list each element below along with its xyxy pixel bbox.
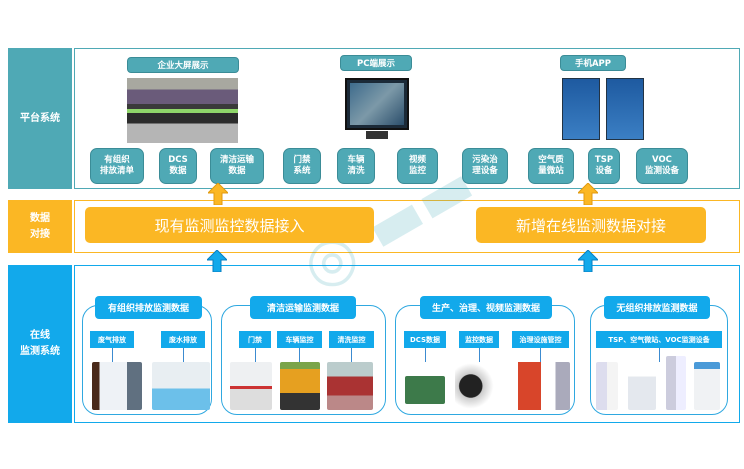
sub-label: 废水排放 [161,331,205,348]
group-title: 生产、治理、视频监测数据 [420,296,552,319]
pc-monitor-image [345,78,409,130]
display-title-bigscreen: 企业大屏展示 [127,57,239,73]
platform-btn-air-station[interactable]: 空气质 量微站 [528,148,574,184]
platform-btn-dcs[interactable]: DCS 数据 [159,148,197,184]
tsp-device-image [596,362,618,410]
sub-label: 门禁 [239,331,271,348]
bigscreen-image [127,78,238,143]
section-label-platform: 平台系统 [8,48,72,189]
pc-monitor-stand [366,131,388,139]
platform-btn-video[interactable]: 视频 监控 [397,148,438,184]
platform-btn-access[interactable]: 门禁 系统 [283,148,321,184]
section-label-data: 数据 对接 [8,200,72,253]
sub-label: TSP、空气微站、VOC监测设备 [596,331,722,348]
sub-label: 监控数据 [459,331,499,348]
truck-image [280,362,320,410]
platform-btn-vehicle-wash[interactable]: 车辆 清洗 [337,148,375,184]
platform-btn-pollution-device[interactable]: 污染治 理设备 [462,148,508,184]
wash-image [327,362,373,410]
platform-btn-clean-transport[interactable]: 清洁运输 数据 [210,148,264,184]
camera-image [455,362,500,410]
arrow-up-icon [578,250,598,272]
platform-btn-tsp[interactable]: TSP 设备 [588,148,620,184]
arrow-up-icon [208,183,228,205]
sub-label: 车辆监控 [277,331,322,348]
group-title: 清洁运输监测数据 [250,296,356,319]
air-station-image [628,362,656,410]
section-label-online: 在线 监测系统 [8,265,72,423]
dcs-board-image [405,376,445,404]
arrow-up-icon [578,183,598,205]
sprayer-image [512,362,570,410]
group-title: 无组织排放监测数据 [604,296,710,319]
platform-btn-organized-emission[interactable]: 有组织 排放清单 [90,148,144,184]
sub-label: 治理设施管控 [512,331,569,348]
data-panel [74,200,740,253]
sub-label: 废气排放 [90,331,134,348]
phone-image-1 [562,78,600,140]
group-title: 有组织排放监测数据 [95,296,202,319]
online-panel [74,265,740,423]
phone-image-2 [606,78,644,140]
platform-panel [74,48,740,189]
wastewater-image [152,362,210,410]
existing-data-bar: 现有监测监控数据接入 [85,207,374,243]
gate-image [230,362,272,410]
display-title-app: 手机APP [560,55,626,71]
arrow-up-icon [207,250,227,272]
exhaust-image [92,362,142,410]
voc-device-image [666,356,686,410]
platform-btn-voc[interactable]: VOC 监测设备 [636,148,688,184]
sub-label: DCS数据 [404,331,446,348]
display-title-pc: PC端展示 [340,55,412,71]
sub-label: 清洗监控 [329,331,374,348]
voc-cabinet-image [694,362,720,410]
new-data-bar: 新增在线监测数据对接 [476,207,706,243]
